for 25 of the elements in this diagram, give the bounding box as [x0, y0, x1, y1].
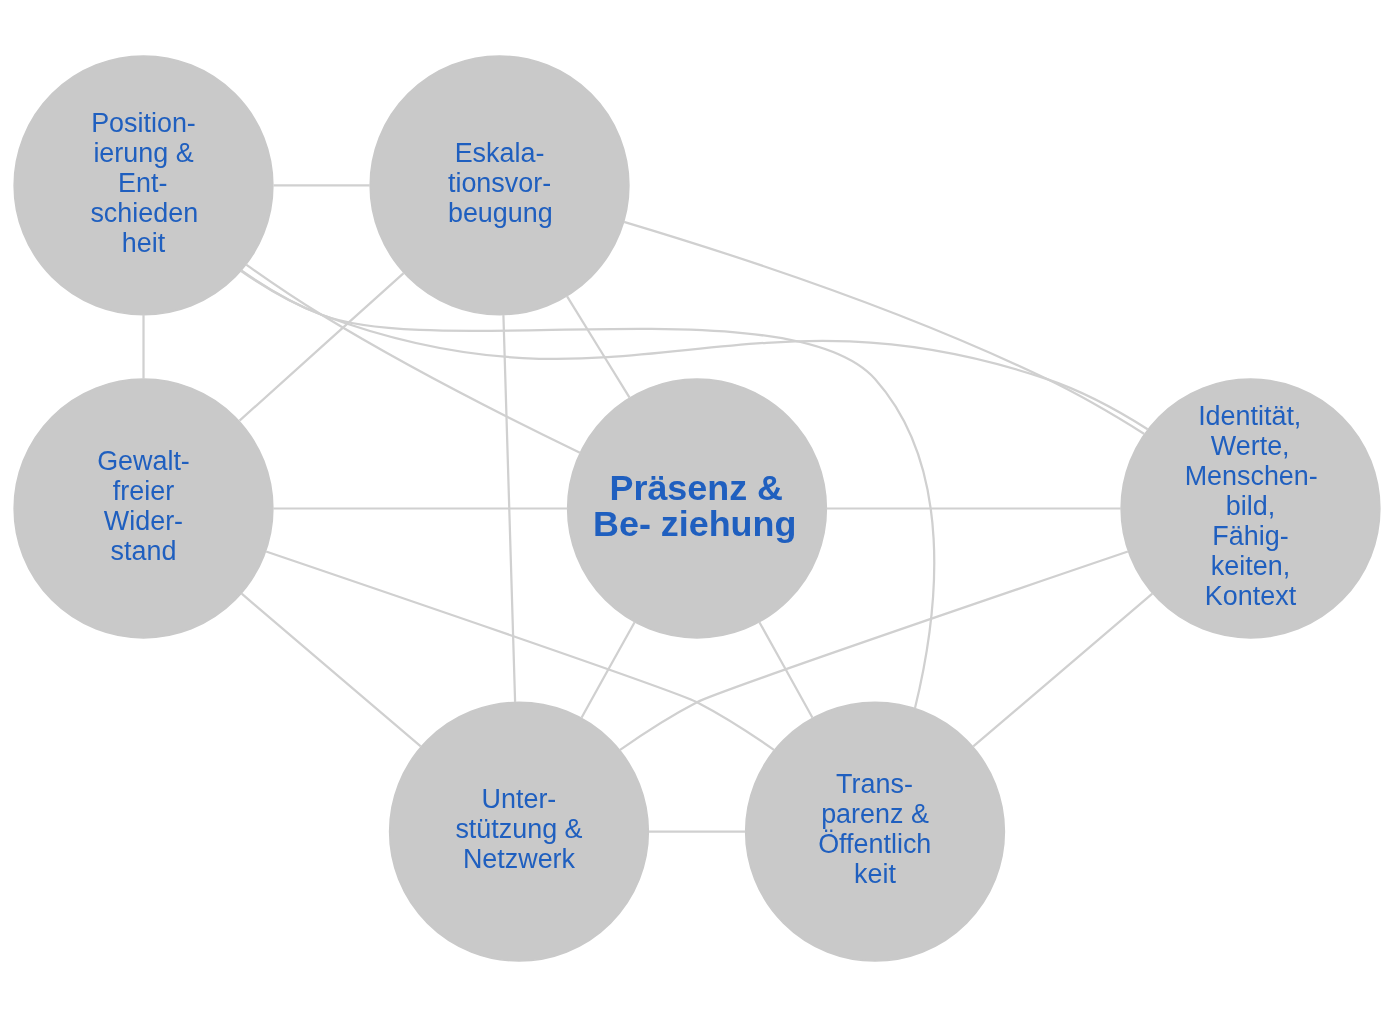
connector — [623, 220, 1145, 435]
connector — [240, 270, 1149, 431]
connector — [972, 592, 1154, 748]
connector — [142, 314, 145, 379]
connector — [240, 592, 422, 748]
connector — [649, 830, 746, 833]
node-circle: Präsenz & Be- ziehung — [566, 378, 828, 639]
connector — [245, 263, 581, 454]
node-circle: Position- ierung & Ent- schieden heit — [13, 55, 274, 316]
node-circle: Eskala- tionsvor- beugung — [369, 55, 630, 316]
node-circle: Gewalt- freier Wider- stand — [13, 378, 274, 639]
connector — [758, 621, 814, 719]
connector — [273, 184, 370, 187]
connector — [238, 272, 405, 422]
node-circle: Trans- parenz & Öffentlich keit — [744, 701, 1006, 962]
connector — [273, 507, 568, 510]
connector — [240, 269, 936, 709]
node-circle: Unter- stützung & Netzwerk — [388, 701, 650, 962]
connector — [826, 507, 1121, 510]
connector — [580, 621, 636, 719]
connector — [502, 314, 517, 702]
connector — [619, 550, 1129, 752]
connector — [265, 550, 775, 752]
node-circle: Identität, Werte, Menschen- bild, Fähig- keiten, Kontext — [1120, 378, 1381, 639]
connector — [566, 295, 631, 399]
